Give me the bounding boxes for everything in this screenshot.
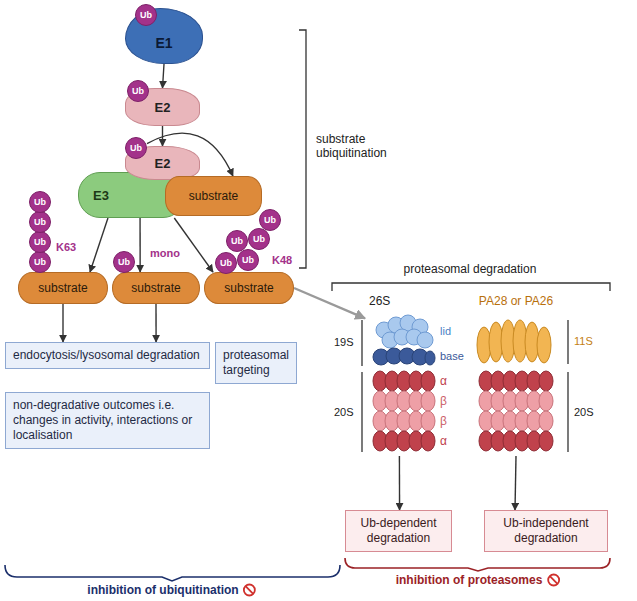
ubiquitin-circle: Ub <box>127 80 149 102</box>
node-text: E2 <box>155 156 171 171</box>
annotation-label: 20S <box>334 405 354 419</box>
annotation-label: 11S <box>574 334 593 348</box>
arrow-connector <box>174 218 213 272</box>
ubiquitin-circle: Ub <box>29 211 51 233</box>
annotation-label: proteasomal degradation <box>404 262 537 276</box>
arrow-connector <box>399 456 401 510</box>
ubiquitin-circle: Ub <box>125 137 147 159</box>
annotation-label: α <box>440 374 447 388</box>
ubiquitin-label: Ub <box>132 87 144 96</box>
ubiquitin-circle: Ub <box>29 251 51 273</box>
inhibition-icon <box>546 573 560 587</box>
arrow-connector <box>515 456 516 510</box>
inhibition-label: inhibition of ubiquitination <box>87 583 238 597</box>
ubiquitin-label: Ub <box>140 11 152 20</box>
proteasome-26s-drawing <box>373 315 435 451</box>
arrow-connector <box>155 304 156 342</box>
annotation-label: α <box>440 434 447 448</box>
ubiquitin-circle: Ub <box>215 252 237 274</box>
node-text: 26S <box>369 294 451 308</box>
proteasome-11s-drawing <box>477 320 553 451</box>
bracket <box>299 30 610 452</box>
scale-bar <box>361 372 362 452</box>
substrate-shape: substrate <box>18 272 108 304</box>
arrow-connector <box>90 218 108 272</box>
scale-bar <box>567 320 568 364</box>
arrow-connector <box>139 218 141 272</box>
node-text: E1 <box>155 35 172 51</box>
ubiquitin-label: Ub <box>220 259 232 268</box>
ubiquitin-label: Ub <box>253 235 265 244</box>
bracket <box>5 565 340 581</box>
node-text: Ub-dependent degradation <box>352 516 445 546</box>
outcome-box: Ub-independent degradation <box>484 510 608 552</box>
ubiquitin-label: Ub <box>130 144 142 153</box>
annotation-label: substrate ubiquitination <box>316 132 406 160</box>
ubiquitin-label: Ub <box>34 218 46 227</box>
ubiquitin-circle: Ub <box>135 4 157 26</box>
node-text: Ub-independent degradation <box>491 516 601 546</box>
ubiquitin-circle: Ub <box>248 228 270 250</box>
ubiquitin-label: Ub <box>34 238 46 247</box>
annotation-label: β <box>440 414 447 428</box>
proteasome-26s: 26S <box>365 294 451 456</box>
scale-bar <box>361 320 362 366</box>
ubiquitin-label: Ub <box>242 256 254 265</box>
node-text: substrate <box>224 281 273 295</box>
inhibition-icon <box>243 583 257 597</box>
outcome-box: Ub-dependent degradation <box>345 510 452 552</box>
node-text: endocytosis/lysosomal degradation <box>13 348 202 363</box>
node-text: substrate <box>189 189 238 203</box>
ubiquitin-circle: Ub <box>29 231 51 253</box>
ubiquitin-label: Ub <box>34 258 46 267</box>
label-group: proteasomal degradation <box>404 262 537 276</box>
ubiquitin-label: Ub <box>264 216 276 225</box>
node-text: substrate <box>38 281 87 295</box>
arrow-connector <box>62 304 63 342</box>
node-text: substrate <box>131 281 180 295</box>
node-text: E2 <box>155 100 171 115</box>
annotation-label: 20S <box>574 405 594 419</box>
substrate-shape: substrate <box>204 272 294 304</box>
ubiquitin-circle: Ub <box>29 191 51 213</box>
outcome-box: endocytosis/lysosomal degradation <box>5 342 210 369</box>
annotation-label: mono <box>150 246 180 260</box>
annotation-label: lid <box>440 324 451 338</box>
outcome-box: non-degradative outcomes i.e. changes in… <box>5 392 210 449</box>
annotation-label: base <box>440 349 464 363</box>
substrate-shape: substrate <box>165 176 262 216</box>
node-text: PA28 or PA26 <box>467 294 565 308</box>
annotation-label: K48 <box>272 253 292 267</box>
node-text: E3 <box>93 188 109 203</box>
node-text: non-degradative outcomes i.e. changes in… <box>13 398 202 443</box>
label-group: inhibition of ubiquitination <box>87 583 256 597</box>
label-group: inhibition of proteasomes <box>396 573 561 587</box>
ubiquitin-label: Ub <box>34 198 46 207</box>
outcome-box: proteasomal targeting <box>215 342 297 384</box>
annotation-label: β <box>440 394 447 408</box>
ubiquitin-label: Ub <box>231 237 243 246</box>
inhibition-label: inhibition of proteasomes <box>396 573 543 587</box>
scale-bar <box>567 372 568 452</box>
annotation-label: K63 <box>56 240 76 254</box>
ubiquitin-circle: Ub <box>226 230 248 252</box>
ubiquitin-circle: Ub <box>113 251 135 273</box>
annotation-label: 19S <box>334 335 354 349</box>
ubiquitin-label: Ub <box>118 258 130 267</box>
proteasome-11s: PA28 or PA26 <box>467 294 565 456</box>
node-text: proteasomal targeting <box>223 348 289 378</box>
ubiquitin-circle: Ub <box>237 249 259 271</box>
ubiquitin-circle: Ub <box>259 209 281 231</box>
bracket <box>345 558 610 571</box>
arrow-connector <box>163 64 165 88</box>
bracket <box>332 283 610 291</box>
bracket <box>299 30 306 268</box>
arrow-connector <box>294 288 365 318</box>
substrate-shape: substrate <box>112 272 200 304</box>
